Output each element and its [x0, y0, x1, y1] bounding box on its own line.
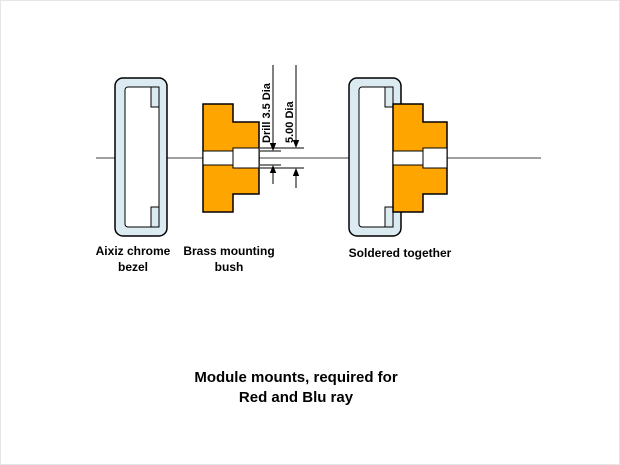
bush-label-line1: Brass mounting	[183, 244, 274, 258]
brass-bush-figure	[202, 103, 260, 213]
bezel-label-line2: bezel	[118, 260, 148, 274]
dimension-annotations: Drill 3.5 Dia 5.00 Dia	[260, 65, 304, 188]
drill-dia-label: Drill 3.5 Dia	[261, 82, 273, 143]
arrow-drill-down-icon	[269, 143, 277, 151]
soldered-bezel-lip-top	[384, 86, 394, 108]
bezel-lip-bottom	[150, 206, 160, 228]
arrow-drill-up-icon	[269, 165, 277, 173]
soldered-bush-drill-bore	[392, 150, 424, 166]
bezel-bore	[124, 86, 160, 228]
caption-line1: Module mounts, required for	[194, 369, 397, 386]
soldered-bush-counter-bore	[422, 147, 448, 169]
caption-line2: Red and Blu ray	[239, 389, 354, 406]
bush-drill-bore	[202, 150, 234, 166]
bezel-label-line1: Aixiz chrome	[96, 244, 171, 258]
bush-counter-bore	[232, 147, 260, 169]
bezel-lip-top	[150, 86, 160, 108]
soldered-label: Soldered together	[349, 246, 452, 260]
soldered-bezel-lip-bottom	[384, 206, 394, 228]
bush-label-line2: bush	[215, 260, 244, 274]
chrome-bezel-figure	[114, 77, 168, 237]
arrow-outer-down-icon	[292, 140, 300, 148]
soldered-together-figure	[348, 77, 448, 237]
arrow-outer-up-icon	[292, 168, 300, 176]
soldered-bezel-bore	[358, 86, 394, 228]
outer-dia-label: 5.00 Dia	[284, 101, 296, 143]
